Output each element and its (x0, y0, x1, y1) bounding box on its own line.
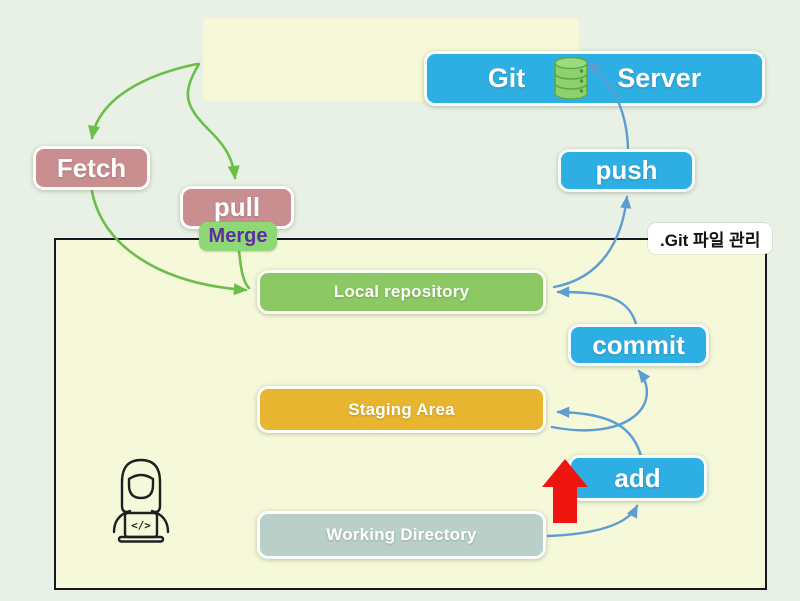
edge-server-to-fetch (88, 62, 199, 140)
node-push: push (558, 149, 695, 192)
git-file-management-label: .Git 파일 관리 (648, 223, 773, 254)
hair-outline (120, 458, 162, 514)
developer-at-laptop-icon: </> (112, 458, 170, 543)
code-glyph: </> (131, 519, 151, 532)
node-git-server: Git Server (424, 51, 765, 106)
red-up-arrow-icon (542, 459, 588, 523)
git-server-label-git: Git (487, 63, 526, 93)
laptop-base (117, 535, 165, 543)
node-local-repository: Local repository (257, 270, 546, 314)
node-working-directory: Working Directory (257, 511, 546, 559)
node-commit: commit (568, 324, 709, 366)
database-icon (554, 56, 589, 100)
git-server-label-server: Server (617, 63, 702, 93)
node-merge: Merge (199, 222, 277, 251)
face-outline (127, 473, 155, 500)
node-fetch: Fetch (33, 146, 150, 190)
git-server-highlight: Git Server (203, 18, 765, 106)
node-staging-area: Staging Area (257, 386, 546, 433)
